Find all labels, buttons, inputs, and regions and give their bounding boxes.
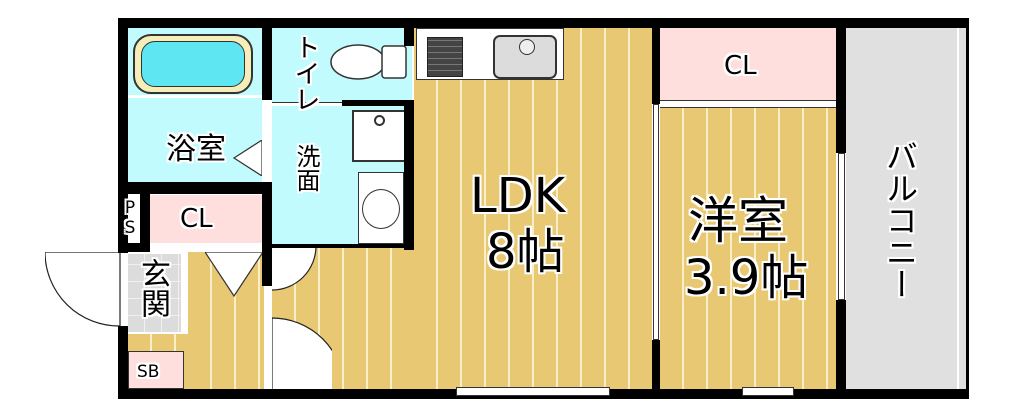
balcony-area (846, 28, 966, 390)
ldk-floor (414, 28, 652, 390)
balcony-label: バルコニー (881, 140, 919, 300)
ldk-size: 8帖 (486, 224, 565, 280)
washing-machine-icon (352, 110, 408, 162)
wall-left (118, 18, 128, 253)
western-room-label: 洋室 (688, 192, 788, 250)
bathtub-icon (133, 34, 253, 94)
washbasin-icon (358, 172, 404, 244)
western-room-size: 3.9帖 (684, 250, 809, 306)
bath-label: 浴室 (166, 132, 226, 167)
toilet-label: トイレ (290, 34, 320, 112)
closet-room-label: CL (724, 51, 757, 81)
entrance-door-icon (45, 252, 121, 327)
shoe-box-label: SB (137, 362, 160, 382)
door-swing-icon (272, 246, 332, 390)
ldk-window (456, 387, 610, 396)
sink-icon (493, 35, 557, 79)
ldk-label: LDK (470, 168, 566, 224)
bath-door-icon (232, 140, 262, 176)
closet-entry-label: CL (180, 204, 213, 234)
toilet-bowl-icon (330, 44, 407, 80)
kitchen-counter (416, 28, 564, 80)
western-room-floor (660, 108, 836, 390)
shoe-box (128, 351, 184, 389)
entrance-label: 玄関 (135, 258, 170, 318)
closet-door-icon (205, 252, 263, 298)
wall-top (118, 18, 968, 28)
pipe-space-label: PS (120, 198, 140, 238)
closet-entry (148, 195, 262, 243)
closet-room (660, 28, 836, 100)
room-window (742, 387, 794, 396)
balcony-window (838, 153, 845, 300)
washroom-label: 洗面 (292, 144, 320, 192)
sliding-door-ldk-room (653, 104, 659, 340)
stove-icon (427, 37, 463, 77)
